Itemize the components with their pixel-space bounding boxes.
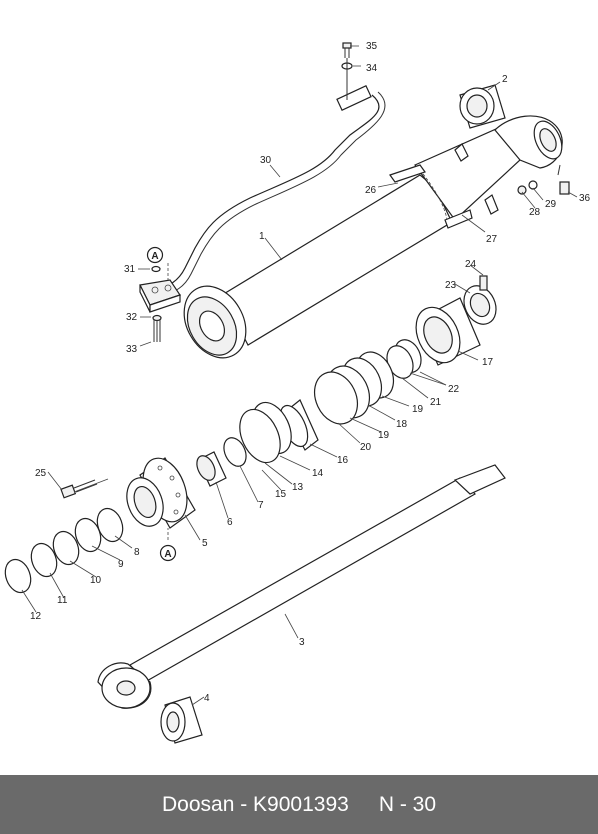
callout-32: 32 xyxy=(126,312,138,323)
exploded-parts-diagram: A A 35 34 2 30 26 28 29 36 1 27 31 24 23… xyxy=(4,41,591,744)
reference-marker-a-lower: A xyxy=(159,544,177,562)
callout-13: 13 xyxy=(292,482,304,493)
callout-35: 35 xyxy=(366,41,378,52)
part-25-bolt xyxy=(60,479,98,499)
callout-15: 15 xyxy=(275,489,287,500)
page-number: N - 30 xyxy=(378,792,436,816)
callout-36: 36 xyxy=(579,193,591,204)
part-2-bushing xyxy=(459,84,506,129)
callout-19-a: 19 xyxy=(412,404,424,415)
leader-lines xyxy=(21,45,578,706)
callout-7: 7 xyxy=(258,500,264,511)
callout-21: 21 xyxy=(430,397,442,408)
callout-10: 10 xyxy=(90,575,102,586)
callout-3: 3 xyxy=(299,637,305,648)
callout-19-b: 19 xyxy=(378,430,390,441)
callout-16: 16 xyxy=(337,455,349,466)
part-number-title: Doosan - K9001393 xyxy=(162,792,349,816)
part-top-bolt xyxy=(341,42,353,100)
callout-24: 24 xyxy=(465,259,477,270)
reference-letter: A xyxy=(151,251,158,262)
callout-9: 9 xyxy=(118,559,124,570)
callout-26: 26 xyxy=(365,185,377,196)
callout-5: 5 xyxy=(202,538,208,549)
callout-12: 12 xyxy=(30,611,42,622)
footer-bar: Doosan - K9001393 N - 30 xyxy=(0,775,598,834)
part-3-piston-rod xyxy=(97,464,506,709)
callout-31: 31 xyxy=(124,264,136,275)
part-flange-block xyxy=(139,265,181,342)
callout-34: 34 xyxy=(366,63,378,74)
callout-30: 30 xyxy=(260,155,272,166)
part-fittings xyxy=(517,164,570,195)
callout-28: 28 xyxy=(529,207,541,218)
callout-4: 4 xyxy=(204,693,210,704)
callout-labels: 35 34 2 30 26 28 29 36 1 27 31 24 23 32 … xyxy=(30,41,591,704)
callout-22: 22 xyxy=(448,384,460,395)
callout-33: 33 xyxy=(126,344,138,355)
callout-1: 1 xyxy=(259,231,265,242)
reference-letter: A xyxy=(164,549,171,560)
part-cushion-rings xyxy=(196,399,319,487)
callout-8: 8 xyxy=(134,547,140,558)
callout-18: 18 xyxy=(396,419,408,430)
part-17-piston xyxy=(415,275,497,366)
callout-20: 20 xyxy=(360,442,372,453)
part-4-bushing xyxy=(160,696,203,744)
callout-25: 25 xyxy=(35,468,47,479)
part-seal-rings-upper xyxy=(313,339,422,425)
callout-14: 14 xyxy=(312,468,324,479)
callout-17: 17 xyxy=(482,357,494,368)
callout-2: 2 xyxy=(502,74,508,85)
part-rod-seals xyxy=(4,507,124,594)
callout-29: 29 xyxy=(545,199,557,210)
reference-marker-a-upper: A xyxy=(146,246,164,264)
callout-23: 23 xyxy=(445,280,457,291)
callout-6: 6 xyxy=(227,517,233,528)
callout-27: 27 xyxy=(486,234,498,245)
part-1-cylinder-tube xyxy=(183,115,563,359)
part-30-pipe xyxy=(159,85,386,295)
callout-11: 11 xyxy=(57,595,68,606)
part-5-rod-cover xyxy=(126,457,196,529)
